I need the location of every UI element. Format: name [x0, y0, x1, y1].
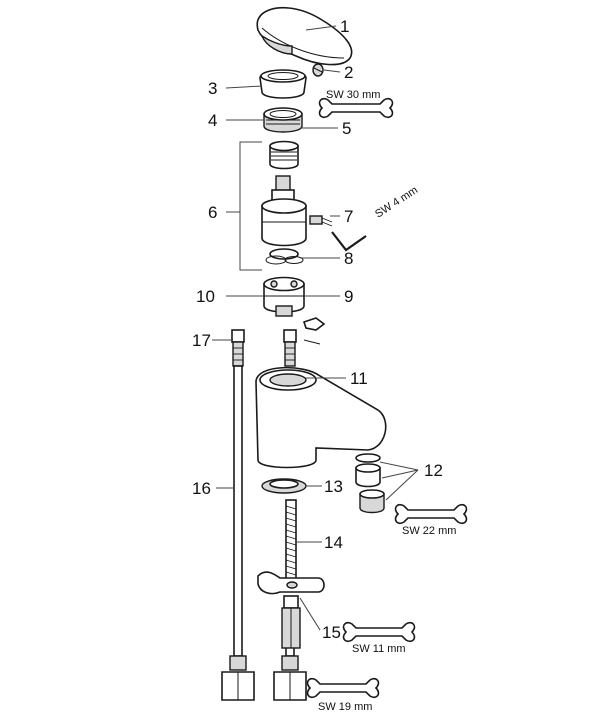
part-4-5-nut	[263, 107, 303, 133]
part-label-8: 8	[344, 249, 353, 268]
part-label-15: 15	[322, 623, 341, 642]
part-7-screw	[309, 215, 333, 227]
part-label-1: 1	[340, 17, 349, 36]
part-12-aerator	[355, 453, 385, 514]
part-label-4: 4	[208, 111, 217, 130]
part-11-spout-body	[255, 366, 387, 469]
part-label-10: 10	[196, 287, 215, 306]
wrench-icon-sw22	[394, 503, 468, 525]
leader-lines	[212, 25, 419, 631]
part-label-16: 16	[192, 479, 211, 498]
part-label-17: 17	[192, 331, 211, 350]
part-label-12: 12	[424, 461, 443, 480]
part-label-14: 14	[324, 533, 343, 552]
tool-label-sw19: SW 19 mm	[318, 701, 372, 713]
clip-icon	[302, 317, 326, 345]
part-8-o-rings	[265, 248, 304, 265]
part-14-threaded-rod	[285, 499, 297, 585]
part-1-handle	[256, 6, 353, 66]
tool-label-sw11: SW 11 mm	[352, 643, 406, 655]
part-label-11: 11	[350, 369, 368, 388]
part-6-cartridge	[261, 175, 307, 247]
part-13-gasket	[261, 478, 307, 494]
part-3-cover-ring	[259, 69, 307, 99]
tool-label-sw22: SW 22 mm	[402, 525, 456, 537]
part-label-5: 5	[342, 119, 351, 138]
part-label-7: 7	[344, 207, 353, 226]
part-15-fixing-plate	[257, 571, 325, 649]
tool-label-sw4: SW 4 mm	[373, 184, 420, 220]
wrench-icon-sw30	[318, 97, 394, 119]
part-label-2: 2	[344, 63, 353, 82]
part-9-10-valve	[263, 276, 305, 317]
group-6-bracket	[239, 141, 262, 271]
part-6-bushing	[269, 140, 299, 170]
hex-key-icon	[331, 231, 367, 252]
part-label-9: 9	[344, 287, 353, 306]
tool-label-sw30: SW 30 mm	[326, 89, 380, 101]
wrench-icon-sw11	[342, 621, 416, 643]
wrench-icon-sw19	[306, 677, 380, 699]
part-label-6: 6	[208, 203, 217, 222]
part-2-screw	[312, 63, 324, 77]
part-label-13: 13	[324, 477, 343, 496]
part-label-3: 3	[208, 79, 217, 98]
part-16-17-hose-left	[221, 329, 255, 701]
part-labels: 1 2 3 4 5 6 7 8 9 10 11 12 13 14 15 16 1…	[192, 17, 443, 642]
